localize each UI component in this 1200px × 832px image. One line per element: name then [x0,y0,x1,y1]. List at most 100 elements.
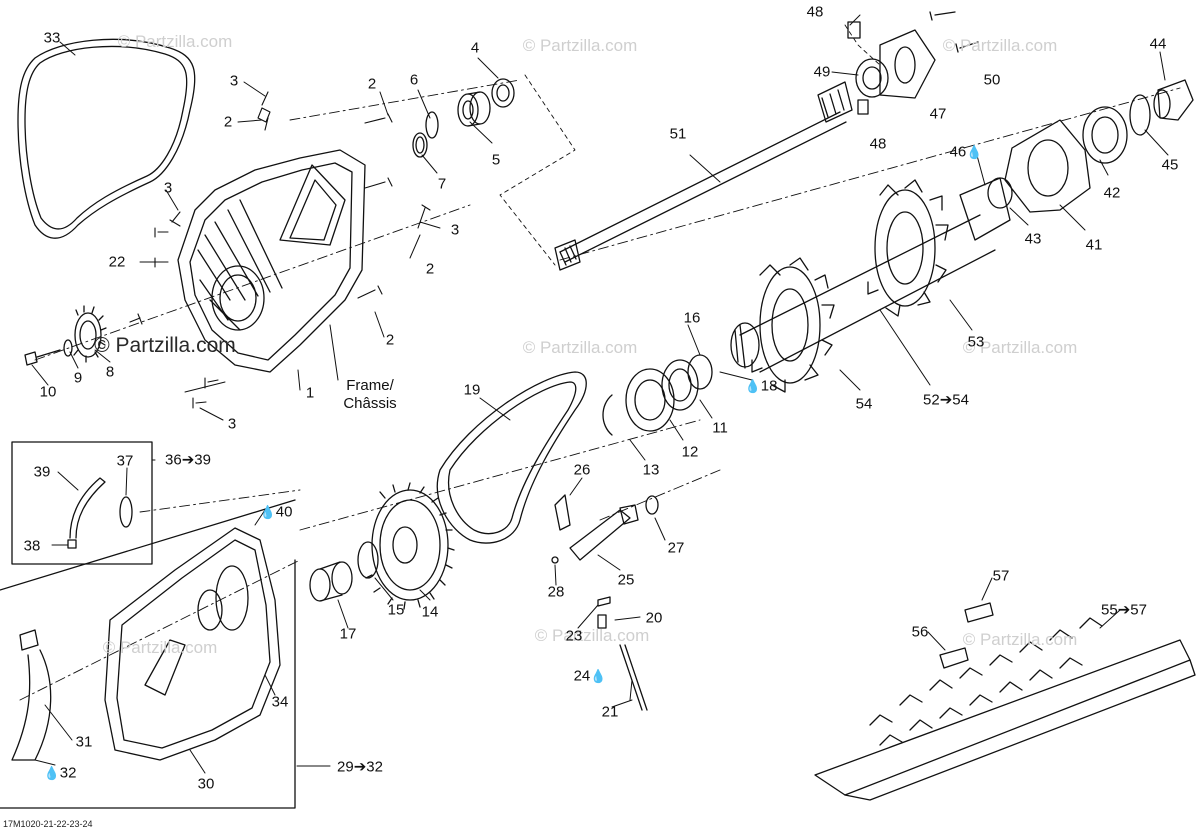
callout-47[interactable]: 47 [929,105,947,123]
watermark-8: © Partzilla.com [534,626,650,645]
callout-46-number: 46 [949,143,967,161]
callout-43[interactable]: 43 [1024,230,1042,248]
callout-48b[interactable]: 48 [869,135,887,153]
callout-28[interactable]: 28 [547,583,565,601]
callout-19[interactable]: 19 [463,381,481,399]
callout-3a[interactable]: 3 [229,72,239,90]
watermark-9: © Partzilla.com [962,630,1078,649]
drive-shaft [554,81,853,271]
callout-24-number: 24 [573,667,591,685]
callout-56[interactable]: 56 [911,623,929,641]
callout-42[interactable]: 42 [1103,184,1121,202]
callout-46[interactable]: 46💧 [950,145,983,160]
callout-20[interactable]: 20 [645,609,663,627]
bracket-box-36-39 [11,441,153,565]
callout-34[interactable]: 34 [271,693,289,711]
drive-sprocket-assembly [24,305,107,366]
callout-24[interactable]: 24💧 [574,669,607,684]
callout-2d[interactable]: 2 [385,331,395,349]
callout-50[interactable]: 50 [983,71,1001,89]
fluid-drop-icon: 💧 [590,668,607,684]
callout-6[interactable]: 6 [409,71,419,89]
callout-51[interactable]: 51 [669,125,687,143]
callout-31[interactable]: 31 [75,733,93,751]
callout-32-number: 32 [59,764,77,782]
fluid-drop-icon: 💧 [966,144,983,160]
callout-3b[interactable]: 3 [163,179,173,197]
bearing-flange [847,11,979,115]
callout-38[interactable]: 38 [23,537,41,555]
callout-27[interactable]: 27 [667,539,685,557]
callout-36-39[interactable]: 36➔39 [165,451,211,469]
gasket-outline-inner [24,45,188,230]
callout-2b[interactable]: 2 [367,75,377,93]
callout-55-57[interactable]: 55➔57 [1101,601,1147,619]
callout-52-54[interactable]: 52➔54 [923,391,969,409]
watermark-6: © Partzilla.com [962,338,1078,357]
callout-29-32[interactable]: 29➔32 [337,758,383,776]
callout-30[interactable]: 30 [197,775,215,793]
leader-lines [31,14,1169,774]
callout-53[interactable]: 53 [967,333,985,351]
callout-2a[interactable]: 2 [223,113,233,131]
oil-level-parts [67,477,133,549]
callout-frame-chassis[interactable]: Frame/ Châssis [343,377,397,412]
fluid-drop-icon: 💧 [43,765,60,781]
watermark-5: © Partzilla.com [522,338,638,357]
callout-11[interactable]: 11 [712,419,728,437]
chaincase-housing [177,149,366,373]
callout-2c[interactable]: 2 [425,260,435,278]
callout-9[interactable]: 9 [73,369,83,387]
callout-3d[interactable]: 3 [227,415,237,433]
callout-12[interactable]: 12 [681,443,699,461]
callout-23[interactable]: 23 [565,627,583,645]
watermark-3: © Partzilla.com [942,36,1058,55]
callout-49[interactable]: 49 [813,63,831,81]
callout-5[interactable]: 5 [491,151,501,169]
watermark-2: © Partzilla.com [522,36,638,55]
callout-25[interactable]: 25 [617,571,635,589]
callout-14[interactable]: 14 [421,603,439,621]
callout-37[interactable]: 37 [116,452,134,470]
watermark-1: © Partzilla.com [117,32,233,51]
track-section [814,602,1196,801]
callout-40[interactable]: 💧40 [260,505,293,520]
callout-4[interactable]: 4 [470,39,480,57]
callout-21[interactable]: 21 [601,703,619,721]
connector-lines [499,24,881,266]
callout-8[interactable]: 8 [105,363,115,381]
callout-54[interactable]: 54 [855,395,873,413]
callout-16[interactable]: 16 [683,309,701,327]
callout-1[interactable]: 1 [305,384,315,402]
callout-48a[interactable]: 48 [806,3,824,21]
callout-13[interactable]: 13 [642,461,660,479]
fluid-drop-icon: 💧 [744,378,761,394]
callout-39[interactable]: 39 [33,463,51,481]
callout-7[interactable]: 7 [437,175,447,193]
drive-axle [602,177,1011,436]
chain-tensioner [551,494,659,711]
driven-sprocket [357,482,455,610]
callout-15[interactable]: 15 [387,601,405,619]
callout-10[interactable]: 10 [39,383,57,401]
callout-33[interactable]: 33 [43,29,61,47]
callout-57[interactable]: 57 [992,567,1010,585]
callout-3c[interactable]: 3 [450,221,460,239]
watermark-4: © Partzilla.com [94,334,236,357]
callout-17[interactable]: 17 [339,625,357,643]
upper-bearings [412,78,515,158]
callout-26[interactable]: 26 [573,461,591,479]
callout-40-number: 40 [275,503,293,521]
callout-18[interactable]: 💧18 [745,379,778,394]
callout-32[interactable]: 💧32 [44,766,77,781]
callout-22[interactable]: 22 [108,253,126,271]
callout-41[interactable]: 41 [1085,236,1103,254]
drive-chain [436,371,587,544]
diagram-code: 17M1020-21-22-23-24 [3,819,93,829]
hub-bushing [309,561,353,602]
callout-45[interactable]: 45 [1161,156,1179,174]
bolts [129,91,431,409]
callout-44[interactable]: 44 [1149,35,1167,53]
